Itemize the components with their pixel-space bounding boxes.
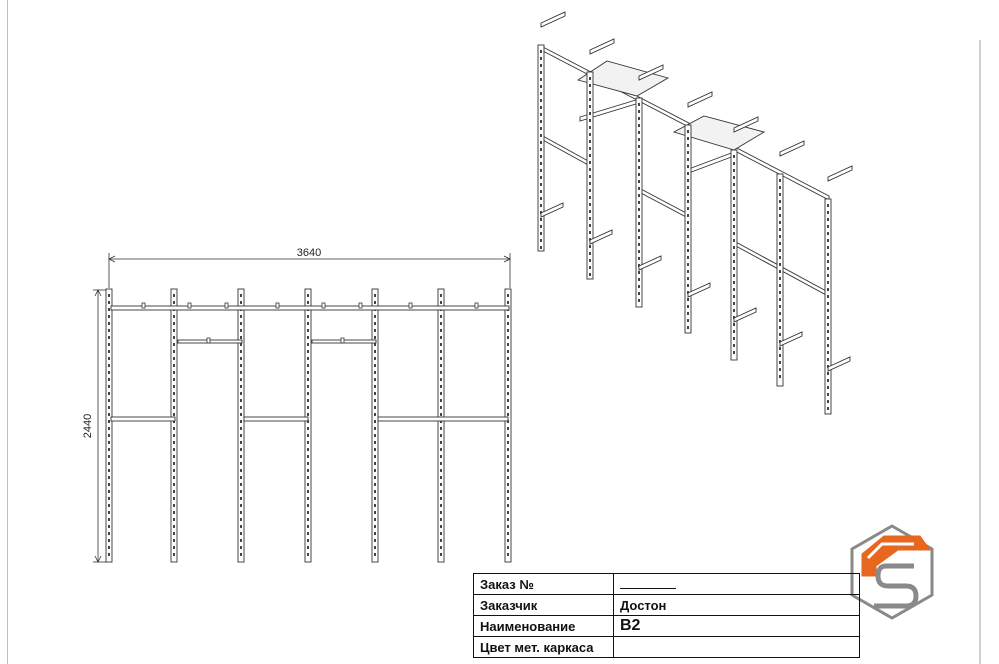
dimension-width-label: 3640 <box>297 247 321 259</box>
front-upright <box>237 288 245 563</box>
customer-value: Достон <box>613 594 860 616</box>
iso-upright <box>635 97 643 308</box>
front-upright <box>170 288 178 563</box>
order-row: Заказ № <box>473 573 860 595</box>
front-upright <box>304 288 312 563</box>
customer-row: Заказчик Достон <box>473 594 860 616</box>
iso-upright <box>537 44 545 252</box>
iso-low-arm <box>827 356 851 372</box>
customer-label: Заказчик <box>473 594 614 616</box>
frame-color-value <box>613 636 860 658</box>
iso-upright <box>824 198 832 415</box>
logo-orange-shape <box>861 535 931 577</box>
order-blank-line <box>620 578 676 589</box>
front-uprights <box>105 288 512 563</box>
name-label: Наименование <box>473 615 614 637</box>
iso-upright <box>730 149 738 361</box>
iso-upright <box>684 124 692 334</box>
iso-low-arm <box>638 255 662 271</box>
iso-low-arm <box>733 307 757 323</box>
iso-low-arm <box>687 282 711 298</box>
iso-top-arm <box>779 140 805 157</box>
iso-top-arm <box>827 165 853 182</box>
title-block: Заказ № Заказчик Достон Наименование B2 … <box>473 573 982 664</box>
title-table: Заказ № Заказчик Достон Наименование B2 … <box>473 573 860 658</box>
front-upright <box>371 288 379 563</box>
iso-shelves <box>576 60 766 151</box>
iso-top-arm <box>733 116 759 133</box>
front-hooks <box>141 302 479 344</box>
front-upright <box>504 288 512 563</box>
order-value <box>613 573 860 595</box>
name-row: Наименование B2 <box>473 615 860 637</box>
iso-low-arm <box>589 229 613 245</box>
iso-hanging-arms <box>540 11 853 372</box>
front-upright <box>105 288 113 563</box>
iso-uprights <box>537 44 832 415</box>
name-value: B2 <box>613 615 860 637</box>
iso-top-arm <box>589 38 615 55</box>
iso-low-arm <box>779 331 803 347</box>
frame-color-row: Цвет мет. каркаса <box>473 636 860 658</box>
sheet-border-right <box>979 40 981 664</box>
iso-low-arm <box>540 202 564 218</box>
front-upright <box>437 288 445 563</box>
iso-upright <box>776 173 784 387</box>
iso-top-arm <box>540 11 566 28</box>
frame-color-label: Цвет мет. каркаса <box>473 636 614 658</box>
iso-upright <box>586 71 594 280</box>
order-label: Заказ № <box>473 573 614 595</box>
iso-top-arm <box>687 91 713 108</box>
dimension-width <box>108 253 511 288</box>
iso-top-arm <box>638 64 664 81</box>
sheet-border-left <box>7 0 8 664</box>
dimension-height <box>93 289 107 563</box>
dimension-height-label: 2440 <box>82 414 94 438</box>
